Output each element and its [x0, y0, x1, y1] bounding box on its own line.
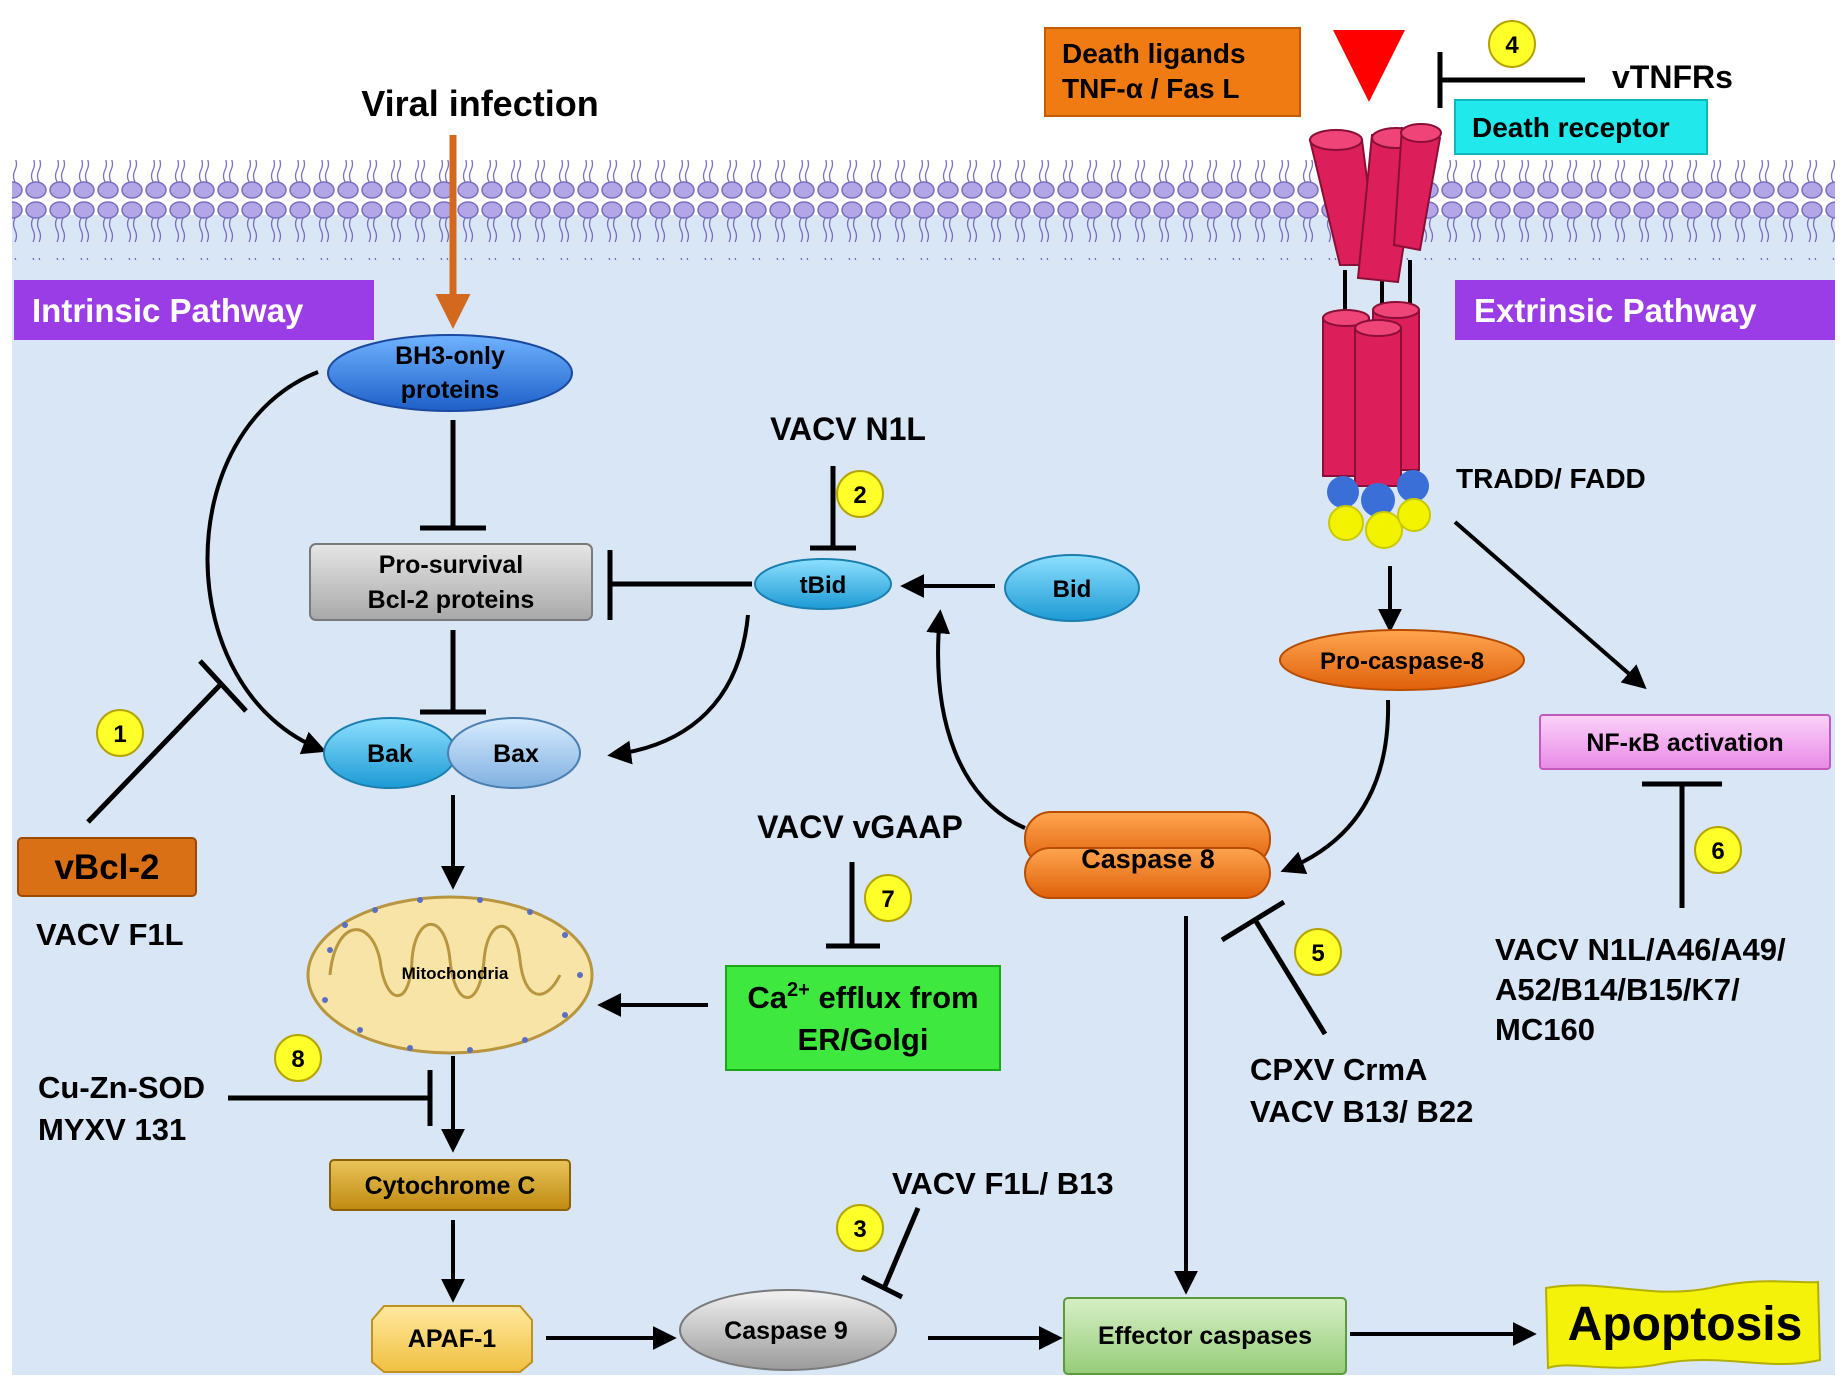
ca-efflux-superscript: 2+: [787, 979, 810, 1001]
nfkb-activation-label: NF-κB activation: [1586, 729, 1783, 757]
prosurvival-bcl2-node: [309, 543, 593, 621]
myxv-131-label: MYXV 131: [38, 1112, 186, 1147]
badge-2: [836, 470, 884, 518]
bh3-label-line2: proteins: [401, 376, 500, 404]
vacv-n1l-label: VACV N1L: [770, 411, 926, 447]
bax-node: [447, 717, 581, 789]
vbcl2-label: vBcl-2: [54, 848, 159, 887]
prosurvival-label-line1: Pro-survival: [379, 551, 524, 579]
cell-membrane: [12, 160, 1835, 260]
effector-caspases-label: Effector caspases: [1098, 1322, 1312, 1350]
badge-5-number: 5: [1311, 940, 1324, 967]
apoptosis-banner: [1544, 1280, 1822, 1370]
cpxv-crma-label: CPXV CrmA: [1250, 1052, 1427, 1087]
crma-inhibition: [1251, 916, 1328, 1036]
death-ligands-types: TNF-α / Fas L: [1062, 73, 1239, 104]
death-ligands-box: [1044, 27, 1301, 117]
badge-7-number: 7: [881, 886, 894, 913]
badge-3: [836, 1204, 884, 1252]
vbcl2-box: [17, 837, 197, 897]
nfkb-inhibitors-line3: MC160: [1495, 1012, 1595, 1047]
intrinsic-pathway-box: [14, 280, 374, 340]
vacv-f1l-label: VACV F1L: [36, 917, 184, 952]
f1l-b13-inhibition-bar: [860, 1274, 904, 1300]
badge-5: [1294, 928, 1342, 976]
bh3-to-bak-arrow: [205, 370, 327, 755]
badge-1-number: 1: [113, 721, 126, 748]
intrinsic-pathway-label: Intrinsic Pathway: [32, 292, 304, 329]
badge-7: [864, 874, 912, 922]
caspase9-label: Caspase 9: [724, 1317, 848, 1345]
effector-caspases-node: [1063, 1297, 1347, 1375]
badge-6-number: 6: [1711, 838, 1724, 865]
badge-6: [1694, 826, 1742, 874]
bh3-only-proteins-node: [327, 334, 573, 412]
ca-efflux-prefix: Ca: [747, 980, 787, 1015]
badge-4-number: 4: [1505, 32, 1519, 59]
tbid-node: [754, 558, 892, 610]
caspase8-to-tbid-arrow: [926, 609, 1026, 830]
tbid-label: tBid: [800, 572, 847, 599]
badge-4: [1488, 20, 1536, 68]
badge-2-number: 2: [853, 482, 866, 509]
nfkb-inhibitors-line2: A52/B14/B15/K7/: [1495, 972, 1740, 1007]
bh3-label-line1: BH3-only: [395, 342, 505, 370]
cytochrome-c-node: [329, 1159, 571, 1211]
bax-label: Bax: [493, 740, 539, 768]
caspase8-label: Caspase 8: [1081, 844, 1215, 874]
crma-inhibition-bar: [1220, 899, 1286, 943]
vacv-b13-b22-label: VACV B13/ B22: [1250, 1094, 1473, 1129]
bid-node: [1004, 554, 1140, 622]
cu-zn-sod-label: Cu-Zn-SOD: [38, 1070, 205, 1105]
bid-label: Bid: [1053, 576, 1092, 603]
caspase9-node: [679, 1289, 897, 1371]
death-ligands-label: Death ligands: [1062, 38, 1246, 69]
tbid-to-bax-arrow: [607, 614, 750, 765]
cytoplasm-background: [12, 215, 1835, 1375]
badge-1: [96, 709, 144, 757]
ligand-triangle-icon: [1333, 30, 1405, 102]
apaf1-node: [371, 1305, 533, 1373]
extrinsic-pathway-label: Extrinsic Pathway: [1474, 292, 1757, 329]
ca-efflux-line1-rest: efflux from: [810, 980, 979, 1015]
ca-efflux-node: [725, 965, 1001, 1071]
caspase8-node: [1024, 811, 1271, 899]
procaspase8-node: [1279, 629, 1525, 691]
mitochondria-label: Mitochondria: [402, 964, 509, 983]
death-receptor-label: Death receptor: [1472, 112, 1670, 143]
vbcl2-inhibition-bar: [198, 659, 248, 713]
nfkb-inhibitors-line1: VACV N1L/A46/A49/: [1495, 932, 1786, 967]
vbcl2-inhibition: [86, 681, 224, 824]
vacv-vgaap-label: VACV vGAAP: [757, 809, 963, 845]
apoptosis-label: Apoptosis: [1568, 1298, 1803, 1351]
vtnfrs-label: vTNFRs: [1612, 59, 1733, 95]
ca-efflux-line2: ER/Golgi: [798, 1022, 929, 1057]
cytochrome-c-label: Cytochrome C: [365, 1172, 536, 1200]
vacv-f1l-b13-label: VACV F1L/ B13: [892, 1166, 1114, 1201]
mitochondria-icon: [306, 895, 594, 1055]
badge-8-number: 8: [291, 1046, 304, 1073]
f1l-b13-inhibition: [882, 1207, 921, 1287]
procaspase8-label: Pro-caspase-8: [1320, 648, 1484, 675]
extrinsic-pathway-box: [1455, 280, 1835, 340]
procasp8-to-casp8-arrow: [1280, 699, 1391, 874]
receptor-to-nfkb-arrow: [1453, 520, 1647, 690]
badge-3-number: 3: [853, 1216, 866, 1243]
death-receptor-icon: [1308, 123, 1442, 549]
apaf1-label: APAF-1: [408, 1325, 497, 1353]
tradd-fadd-label: TRADD/ FADD: [1456, 463, 1646, 494]
death-receptor-box: [1454, 99, 1708, 155]
ca-efflux-line1: Ca2+ efflux from: [747, 979, 978, 1015]
nfkb-activation-node: [1539, 714, 1831, 770]
badge-8: [274, 1034, 322, 1082]
prosurvival-label-line2: Bcl-2 proteins: [368, 586, 535, 614]
viral-infection-label: Viral infection: [361, 83, 598, 124]
bak-label: Bak: [367, 740, 413, 768]
